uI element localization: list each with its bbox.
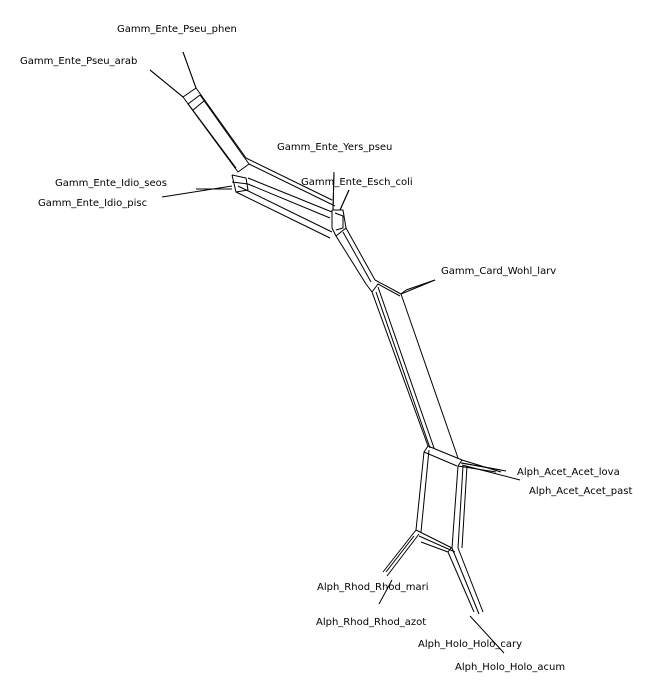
taxon-label-pseu-arab: Gamm_Ente_Pseu_arab <box>20 56 138 67</box>
middle-backbone <box>335 227 436 297</box>
taxon-label-acet-past: Alph_Acet_Acet_past <box>529 486 633 497</box>
taxon-label-idio-seos: Gamm_Ente_Idio_seos <box>55 178 167 189</box>
acet-leaves <box>461 462 521 481</box>
taxon-label-holo-acum: Alph_Holo_Holo_acum <box>455 662 566 673</box>
rhod-leaves <box>378 529 420 605</box>
taxon-label-yers-pseu: Gamm_Ente_Yers_pseu <box>277 142 393 153</box>
pseu-arm <box>149 51 250 173</box>
label-leaders <box>149 51 436 291</box>
long-split-edges <box>371 286 459 459</box>
taxon-label-idio-pisc: Gamm_Ente_Idio_pisc <box>38 198 148 209</box>
taxon-label-acet-lova: Alph_Acet_Acet_lova <box>517 467 620 478</box>
taxon-label-rhod-mari: Alph_Rhod_Rhod_mari <box>317 582 429 593</box>
taxon-label-esch-coli: Gamm_Ente_Esch_coli <box>301 177 413 188</box>
taxon-label-pseu-phen: Gamm_Ente_Pseu_phen <box>117 24 237 35</box>
alpha-box <box>415 445 502 553</box>
holo-leaves <box>447 547 505 654</box>
taxon-label-wohl-larv: Gamm_Card_Wohl_larv <box>441 266 557 277</box>
idio-arm <box>161 174 249 198</box>
taxon-label-rhod-azot: Alph_Rhod_Rhod_azot <box>316 617 427 628</box>
taxon-label-holo-cary: Alph_Holo_Holo_cary <box>418 639 523 650</box>
upper-backbone <box>235 157 336 239</box>
